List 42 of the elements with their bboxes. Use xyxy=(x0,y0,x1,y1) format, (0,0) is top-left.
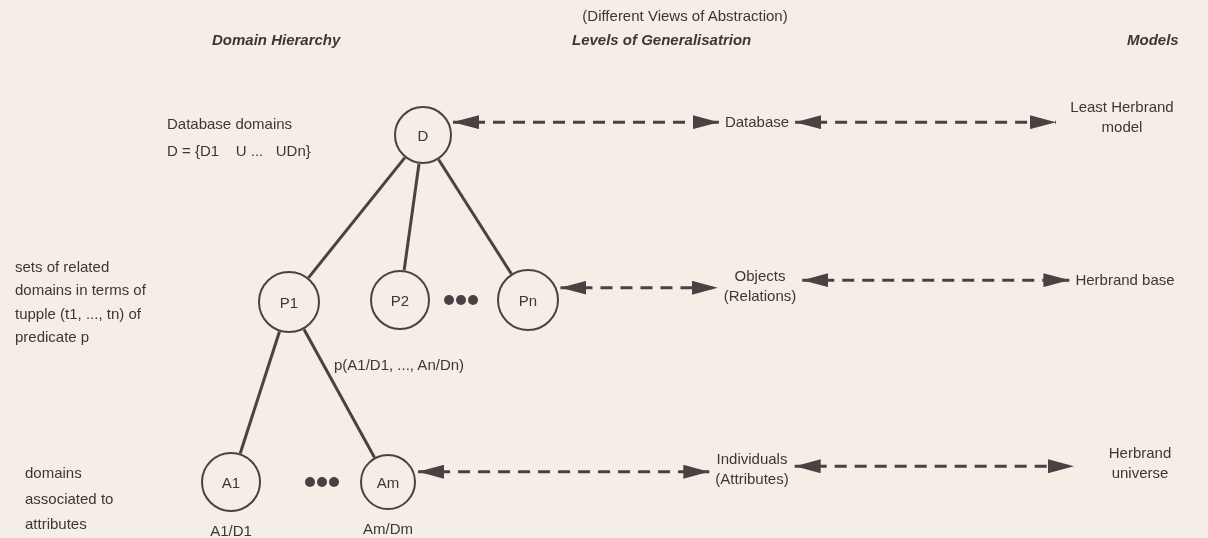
annotation-text: Database domains xyxy=(167,116,293,131)
level-text: Database xyxy=(724,112,790,132)
node-circle xyxy=(370,270,430,330)
connector-line xyxy=(437,158,513,275)
dashed-double-arrow xyxy=(560,280,718,295)
node-caption: Am/Dm xyxy=(363,520,413,537)
node-label: A1 xyxy=(221,473,241,491)
column-heading: Domain Hierarchy xyxy=(212,32,341,47)
node-circle xyxy=(258,271,320,333)
connector-line xyxy=(238,331,281,454)
node-circle xyxy=(360,454,416,510)
connector-line xyxy=(302,328,376,459)
connector-line xyxy=(307,156,407,279)
connector-line xyxy=(402,163,421,271)
level-text: Herbrand base xyxy=(1075,270,1175,290)
annotation-text: sets of related domains in terms of tupple (t1, ..., tn) of predicate p xyxy=(15,257,147,347)
column-heading: Models xyxy=(1127,32,1179,47)
node-label: Pn xyxy=(518,291,538,309)
node-label: P1 xyxy=(279,293,299,311)
level-text: (Attributes) xyxy=(715,469,789,490)
level-text: Individuals xyxy=(715,449,789,469)
level-text: Objects xyxy=(733,266,787,286)
dashed-double-arrow xyxy=(795,115,1056,130)
level-text: Herbrand universe xyxy=(1107,443,1173,484)
node-label: D xyxy=(417,126,429,144)
node-label: P2 xyxy=(390,291,410,309)
dashed-double-arrow xyxy=(453,115,719,130)
dashed-double-arrow xyxy=(802,273,1070,288)
node-caption: A1/D1 xyxy=(210,522,252,538)
dashed-double-arrow xyxy=(418,464,710,479)
annotation-text: domains associated to attributes xyxy=(25,463,115,534)
node-circle xyxy=(497,269,559,331)
heading: (Different Views of Abstraction) xyxy=(582,8,788,23)
node-label: Am xyxy=(376,473,400,491)
annotation-text: D = {D1 U ... UDn} xyxy=(167,143,311,158)
column-heading: Levels of Generalisatrion xyxy=(572,32,752,47)
level-text: (Relations) xyxy=(723,286,797,307)
node-circle xyxy=(201,452,261,512)
level-text: Least Herbrand model xyxy=(1069,97,1175,138)
annotation-text: p(A1/D1, ..., An/Dn) xyxy=(334,357,465,372)
node-circle xyxy=(394,106,452,164)
dashed-double-arrow xyxy=(794,459,1074,474)
